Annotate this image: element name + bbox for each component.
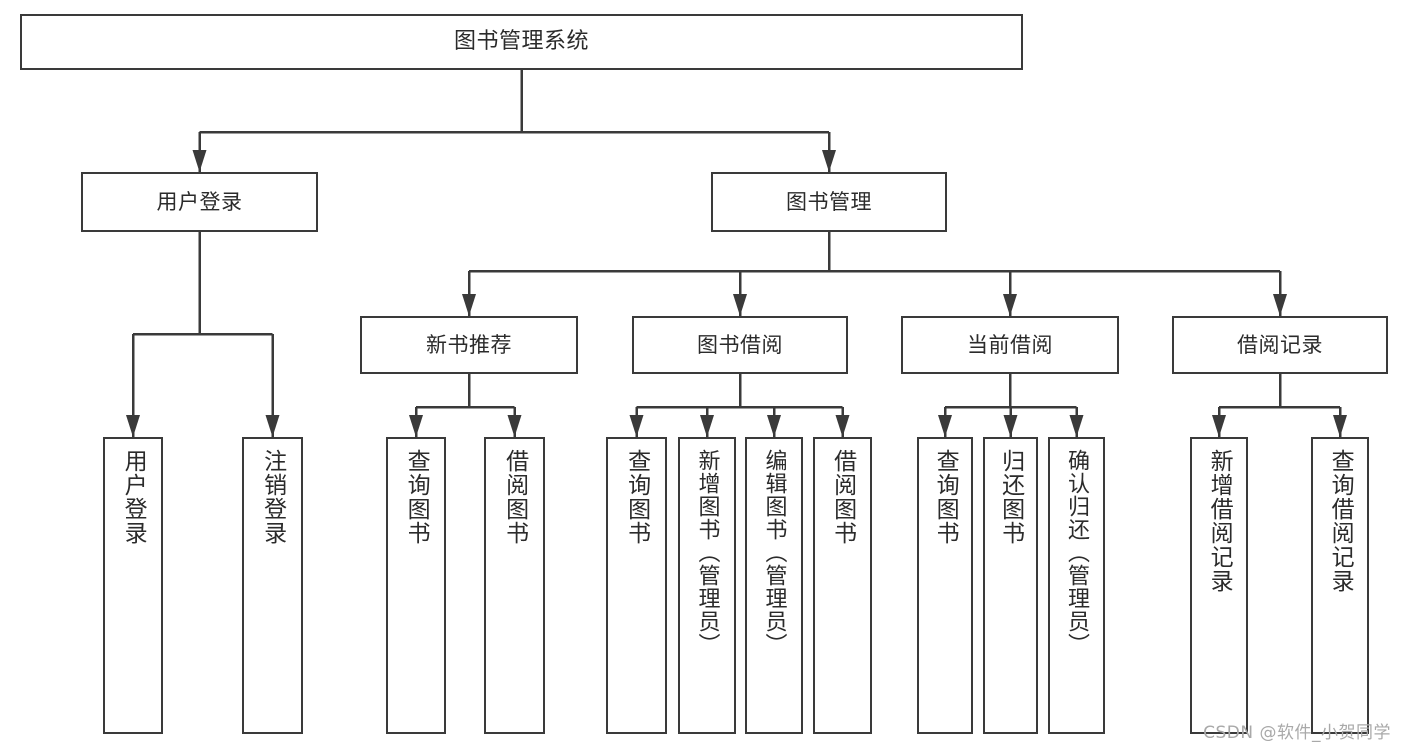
node-label: 编辑图书（管理员） bbox=[761, 449, 787, 656]
node-label: 当前借阅 bbox=[967, 332, 1053, 357]
edge-arrowhead bbox=[1003, 294, 1017, 316]
edge-arrowhead bbox=[938, 415, 952, 437]
edge-arrowhead bbox=[507, 415, 522, 437]
node-leaf-borrow-book-1[interactable]: 借阅图书 bbox=[484, 437, 545, 734]
node-leaf-query-record[interactable]: 查询借阅记录 bbox=[1311, 437, 1369, 734]
node-leaf-confirm-return[interactable]: 确认归还（管理员） bbox=[1048, 437, 1105, 734]
node-leaf-add-book[interactable]: 新增图书（管理员） bbox=[678, 437, 736, 734]
node-label: 查询图书 bbox=[623, 449, 650, 545]
edge-arrowhead bbox=[1069, 415, 1084, 437]
node-label: 确认归还（管理员） bbox=[1064, 449, 1090, 656]
edge-arrowhead bbox=[767, 415, 781, 437]
node-label: 新增借阅记录 bbox=[1206, 449, 1233, 593]
node-root[interactable]: 图书管理系统 bbox=[20, 14, 1023, 70]
node-label: 新书推荐 bbox=[426, 332, 512, 357]
edge-arrowhead bbox=[462, 294, 476, 316]
node-leaf-borrow-book-2[interactable]: 借阅图书 bbox=[813, 437, 872, 734]
node-label: 图书管理系统 bbox=[453, 29, 589, 55]
node-leaf-query-book-2[interactable]: 查询图书 bbox=[606, 437, 667, 734]
node-label: 查询借阅记录 bbox=[1327, 449, 1354, 593]
edge-arrowhead bbox=[265, 415, 280, 437]
node-user-login[interactable]: 用户登录 bbox=[81, 172, 318, 232]
edge-arrowhead bbox=[629, 415, 644, 437]
node-label: 归还图书 bbox=[997, 449, 1024, 545]
node-label: 图书管理 bbox=[786, 189, 872, 214]
node-borrow-record[interactable]: 借阅记录 bbox=[1172, 316, 1388, 374]
watermark-label: CSDN @软件_小贺同学 bbox=[1203, 723, 1391, 743]
edge-arrowhead bbox=[1003, 415, 1018, 437]
node-leaf-query-book-1[interactable]: 查询图书 bbox=[386, 437, 446, 734]
node-book-borrow[interactable]: 图书借阅 bbox=[632, 316, 848, 374]
edge-arrowhead bbox=[835, 415, 850, 437]
node-label: 查询图书 bbox=[403, 449, 430, 545]
edge-arrowhead bbox=[733, 294, 747, 316]
node-new-book-rec[interactable]: 新书推荐 bbox=[360, 316, 578, 374]
edge-arrowhead bbox=[409, 415, 423, 437]
edge-arrowhead bbox=[822, 150, 836, 172]
edge-arrowhead bbox=[1212, 415, 1226, 437]
node-label: 借阅图书 bbox=[829, 449, 856, 545]
node-leaf-edit-book[interactable]: 编辑图书（管理员） bbox=[745, 437, 803, 734]
node-book-manage[interactable]: 图书管理 bbox=[711, 172, 947, 232]
node-label: 用户登录 bbox=[156, 189, 243, 214]
node-current-borrow[interactable]: 当前借阅 bbox=[901, 316, 1119, 374]
node-label: 注销登录 bbox=[259, 449, 286, 545]
node-leaf-return-book[interactable]: 归还图书 bbox=[983, 437, 1038, 734]
edge-arrowhead bbox=[192, 150, 207, 172]
edge-arrowhead bbox=[1273, 294, 1287, 316]
node-leaf-add-record[interactable]: 新增借阅记录 bbox=[1190, 437, 1248, 734]
node-leaf-logout[interactable]: 注销登录 bbox=[242, 437, 303, 734]
node-label: 用户登录 bbox=[120, 449, 147, 545]
node-label: 查询图书 bbox=[932, 449, 959, 545]
edge-arrowhead bbox=[126, 415, 140, 437]
node-label: 借阅图书 bbox=[501, 449, 528, 545]
node-leaf-query-book-3[interactable]: 查询图书 bbox=[917, 437, 973, 734]
node-leaf-user-login[interactable]: 用户登录 bbox=[103, 437, 163, 734]
node-label: 借阅记录 bbox=[1237, 332, 1323, 357]
node-label: 图书借阅 bbox=[697, 332, 783, 357]
node-label: 新增图书（管理员） bbox=[694, 449, 720, 656]
edge-arrowhead bbox=[700, 415, 714, 437]
edge-arrowhead bbox=[1333, 415, 1347, 437]
